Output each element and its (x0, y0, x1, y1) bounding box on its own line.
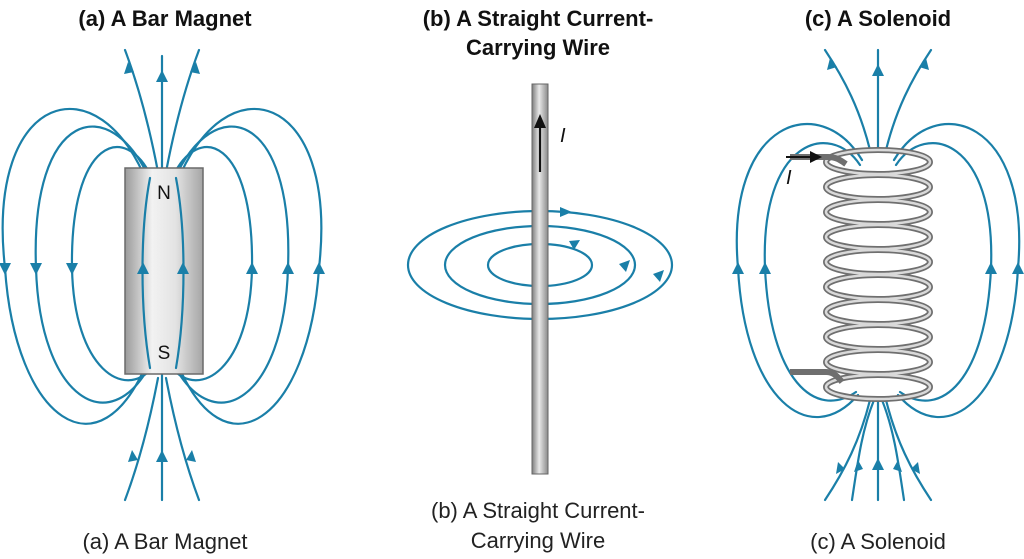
arrowhead-icon (186, 450, 196, 462)
south-pole-label: S (158, 343, 171, 364)
solenoid-current-label: I (786, 167, 792, 189)
arrowhead-icon (911, 462, 920, 474)
panel-c-caption: (c) A Solenoid (810, 529, 946, 554)
field-line (884, 398, 933, 502)
panel-c-arrows (732, 58, 1024, 474)
panel-a-arrows (0, 62, 325, 462)
panel-b-title-line2: Carrying Wire (466, 35, 610, 60)
panel-b-title-line1: (b) A Straight Current- (423, 6, 654, 31)
panel-b-arrows (560, 207, 664, 282)
panel-c-title: (c) A Solenoid (805, 6, 951, 31)
panel-b-caption-line2: Carrying Wire (471, 528, 605, 553)
arrowhead-icon (137, 262, 149, 274)
arrowhead-icon (619, 260, 630, 272)
arrowhead-icon (156, 70, 168, 82)
arrowhead-icon (827, 58, 837, 70)
field-line (164, 48, 201, 174)
solenoid-lead-in (790, 154, 848, 167)
wire-current-label: I (560, 125, 566, 147)
field-line (823, 398, 872, 502)
panel-a-title: (a) A Bar Magnet (78, 6, 252, 31)
arrowhead-icon (190, 62, 200, 74)
arrowhead-icon (569, 240, 580, 250)
field-line (850, 398, 876, 502)
arrowhead-icon (836, 462, 845, 474)
arrowhead-icon (313, 262, 325, 274)
arrowhead-icon (1012, 262, 1024, 274)
arrowhead-icon (732, 262, 744, 274)
north-pole-label: N (157, 183, 171, 204)
panel-b-caption-line1: (b) A Straight Current- (431, 498, 645, 523)
straight-wire (531, 83, 549, 475)
arrowhead-icon (810, 151, 822, 163)
arrowhead-icon (872, 458, 884, 470)
field-line (164, 376, 201, 502)
arrowhead-icon (177, 262, 189, 274)
field-line (880, 398, 906, 502)
solenoid-lead-out (790, 369, 845, 384)
arrowhead-icon (560, 207, 572, 217)
arrowhead-icon (156, 450, 168, 462)
arrowhead-icon (919, 58, 929, 70)
arrowhead-icon (872, 64, 884, 76)
arrowhead-icon (653, 270, 664, 282)
arrowhead-icon (0, 263, 11, 275)
arrowhead-icon (534, 114, 546, 128)
arrowhead-icon (246, 262, 258, 274)
panel-a-caption: (a) A Bar Magnet (82, 529, 247, 554)
field-line (123, 376, 160, 502)
solenoid-coil-highlight (824, 148, 932, 401)
arrowhead-icon (985, 262, 997, 274)
arrowhead-icon (282, 262, 294, 274)
arrowhead-icon (30, 263, 42, 275)
bar-magnet (124, 167, 204, 375)
field-line (123, 48, 160, 174)
arrowhead-icon (124, 62, 134, 74)
arrowhead-icon (128, 450, 138, 462)
arrowhead-icon (66, 263, 78, 275)
arrowhead-icon (893, 460, 902, 472)
arrowhead-icon (854, 460, 863, 472)
arrowhead-icon (759, 262, 771, 274)
